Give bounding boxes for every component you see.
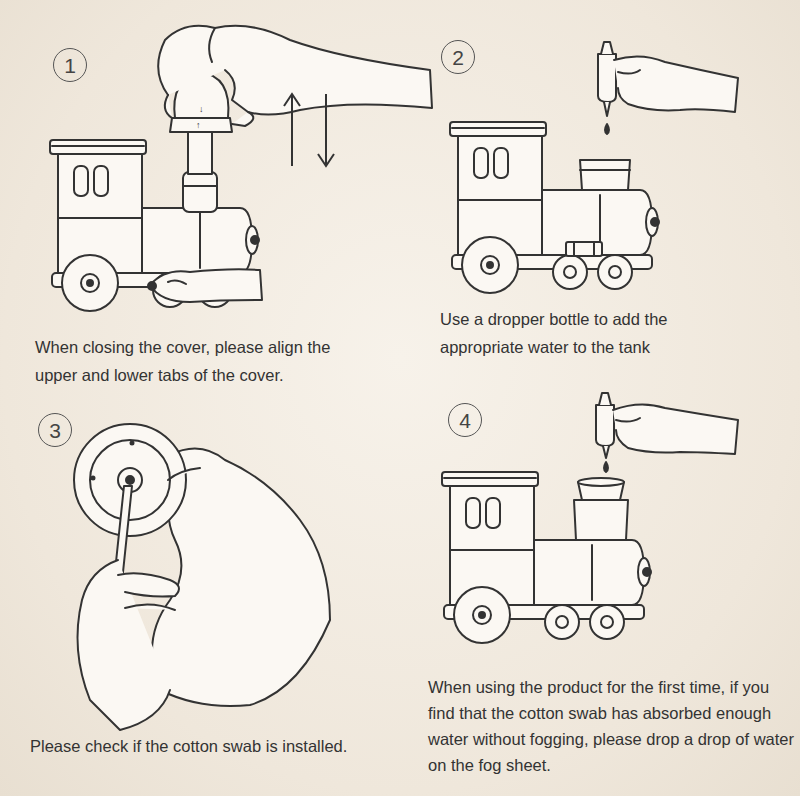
train-figure bbox=[442, 472, 651, 643]
step-number-text: 4 bbox=[459, 410, 471, 431]
instruction-caption: When closing the cover, please align the… bbox=[35, 333, 345, 389]
step-number: 4 bbox=[448, 403, 482, 437]
instruction-caption: Use a dropper bottle to add the appropri… bbox=[440, 305, 715, 361]
step-number-text: 1 bbox=[64, 55, 76, 76]
step-number: 3 bbox=[38, 413, 72, 447]
dropper-figure bbox=[566, 42, 738, 256]
step-number: 1 bbox=[53, 48, 87, 82]
step-number-text: 3 bbox=[49, 420, 61, 441]
step-number: 2 bbox=[441, 40, 475, 74]
up-down-arrows bbox=[284, 94, 334, 166]
cover-figure: ↓ ↑ bbox=[148, 26, 432, 302]
train-figure bbox=[450, 122, 659, 293]
svg-text:↓: ↓ bbox=[199, 104, 204, 114]
instruction-caption: Please check if the cotton swab is insta… bbox=[30, 732, 410, 760]
dropper-figure bbox=[574, 393, 738, 540]
svg-text:↑: ↑ bbox=[196, 120, 201, 130]
swab-check-figure bbox=[74, 424, 330, 730]
instruction-caption: When using the product for the first tim… bbox=[428, 674, 796, 778]
step-number-text: 2 bbox=[452, 47, 464, 68]
